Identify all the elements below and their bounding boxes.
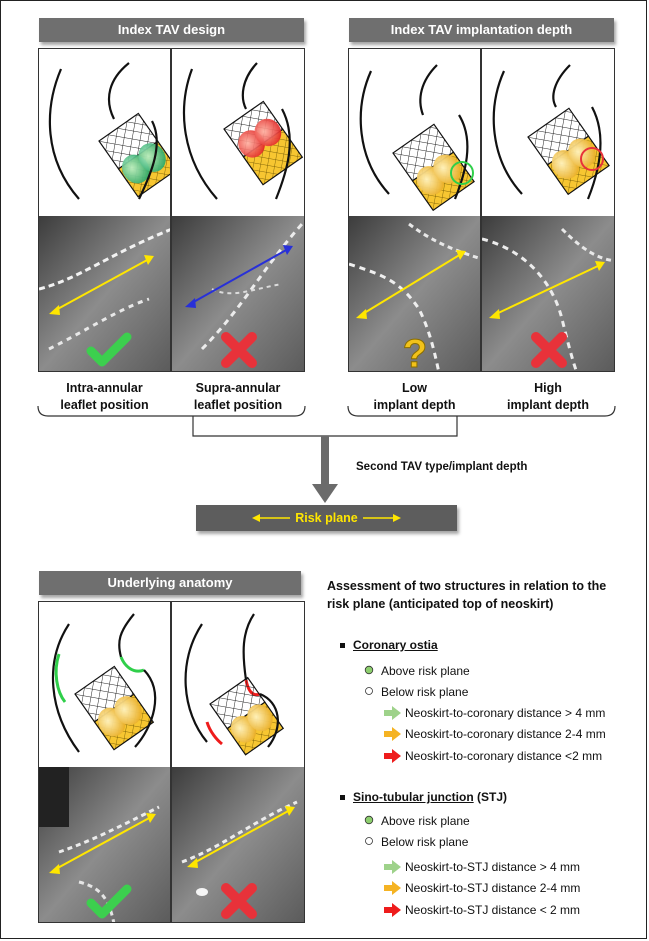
anatomy-safe-illustration <box>39 613 170 922</box>
header-tav-depth: Index TAV implantation depth <box>349 18 614 42</box>
check-icon <box>86 332 132 367</box>
panel-low-depth: ? <box>348 48 481 372</box>
caption-high-line1: High <box>534 381 562 395</box>
stj-abbr: (STJ) <box>477 790 507 804</box>
caption-intra-annular: Intra-annular leaflet position <box>38 380 171 414</box>
caption-intra-line1: Intra-annular <box>66 381 143 395</box>
caption-supra-line1: Supra-annular <box>195 381 281 395</box>
panel-anatomy-risk <box>171 601 305 923</box>
risk-plane-bar: Risk plane <box>196 505 457 531</box>
coronary-distance-gt4: Neoskirt-to-coronary distance > 4 mm <box>405 706 606 720</box>
caption-low-depth: Low implant depth <box>348 380 481 414</box>
stj-distance-lt2: Neoskirt-to-STJ distance < 2 mm <box>405 903 581 917</box>
coronary-below: Below risk plane <box>381 685 469 699</box>
svg-text:?: ? <box>403 332 427 372</box>
coronary-distance-lt2: Neoskirt-to-coronary distance <2 mm <box>405 749 603 763</box>
caption-high-line2: implant depth <box>507 398 589 412</box>
low-depth-illustration <box>349 64 480 371</box>
double-arrow-icon <box>252 514 401 522</box>
risk-plane-label: Risk plane <box>295 511 358 525</box>
panel-anatomy-safe <box>38 601 171 923</box>
intra-annular-illustration <box>39 62 170 371</box>
check-icon <box>86 884 132 919</box>
caption-intra-line2: leaflet position <box>60 398 149 412</box>
panel-intra-annular <box>38 48 171 372</box>
stj-above: Above risk plane <box>381 814 470 828</box>
header-tav-design: Index TAV design <box>39 18 304 42</box>
panel-supra-annular <box>171 48 305 372</box>
coronary-above: Above risk plane <box>381 664 470 678</box>
stj-distance-gt4: Neoskirt-to-STJ distance > 4 mm <box>405 860 581 874</box>
cross-icon <box>531 332 567 368</box>
panel-high-depth <box>481 48 615 372</box>
stj-title: Sino-tubular junction (STJ) <box>353 790 507 804</box>
caption-low-line2: implant depth <box>373 398 456 412</box>
second-tav-label: Second TAV type/implant depth <box>356 461 528 473</box>
header-anatomy: Underlying anatomy <box>39 571 301 595</box>
stj-below: Below risk plane <box>381 835 469 849</box>
stj-title-text: Sino-tubular junction <box>353 790 474 804</box>
cross-icon <box>221 332 257 368</box>
caption-supra-annular: Supra-annular leaflet position <box>171 380 305 414</box>
stj-distance-2-4: Neoskirt-to-STJ distance 2-4 mm <box>405 881 581 895</box>
assessment-title-line2: risk plane (anticipated top of neoskirt) <box>327 597 554 611</box>
question-icon: ? <box>402 332 427 372</box>
cross-icon <box>221 883 257 919</box>
coronary-distance-2-4: Neoskirt-to-coronary distance 2-4 mm <box>405 727 606 741</box>
caption-low-line1: Low <box>402 381 427 395</box>
caption-supra-line2: leaflet position <box>193 398 283 412</box>
coronary-ostia-title: Coronary ostia <box>353 638 438 652</box>
caption-high-depth: High implant depth <box>481 380 615 414</box>
assessment-title-line1: Assessment of two structures in relation… <box>327 579 607 593</box>
